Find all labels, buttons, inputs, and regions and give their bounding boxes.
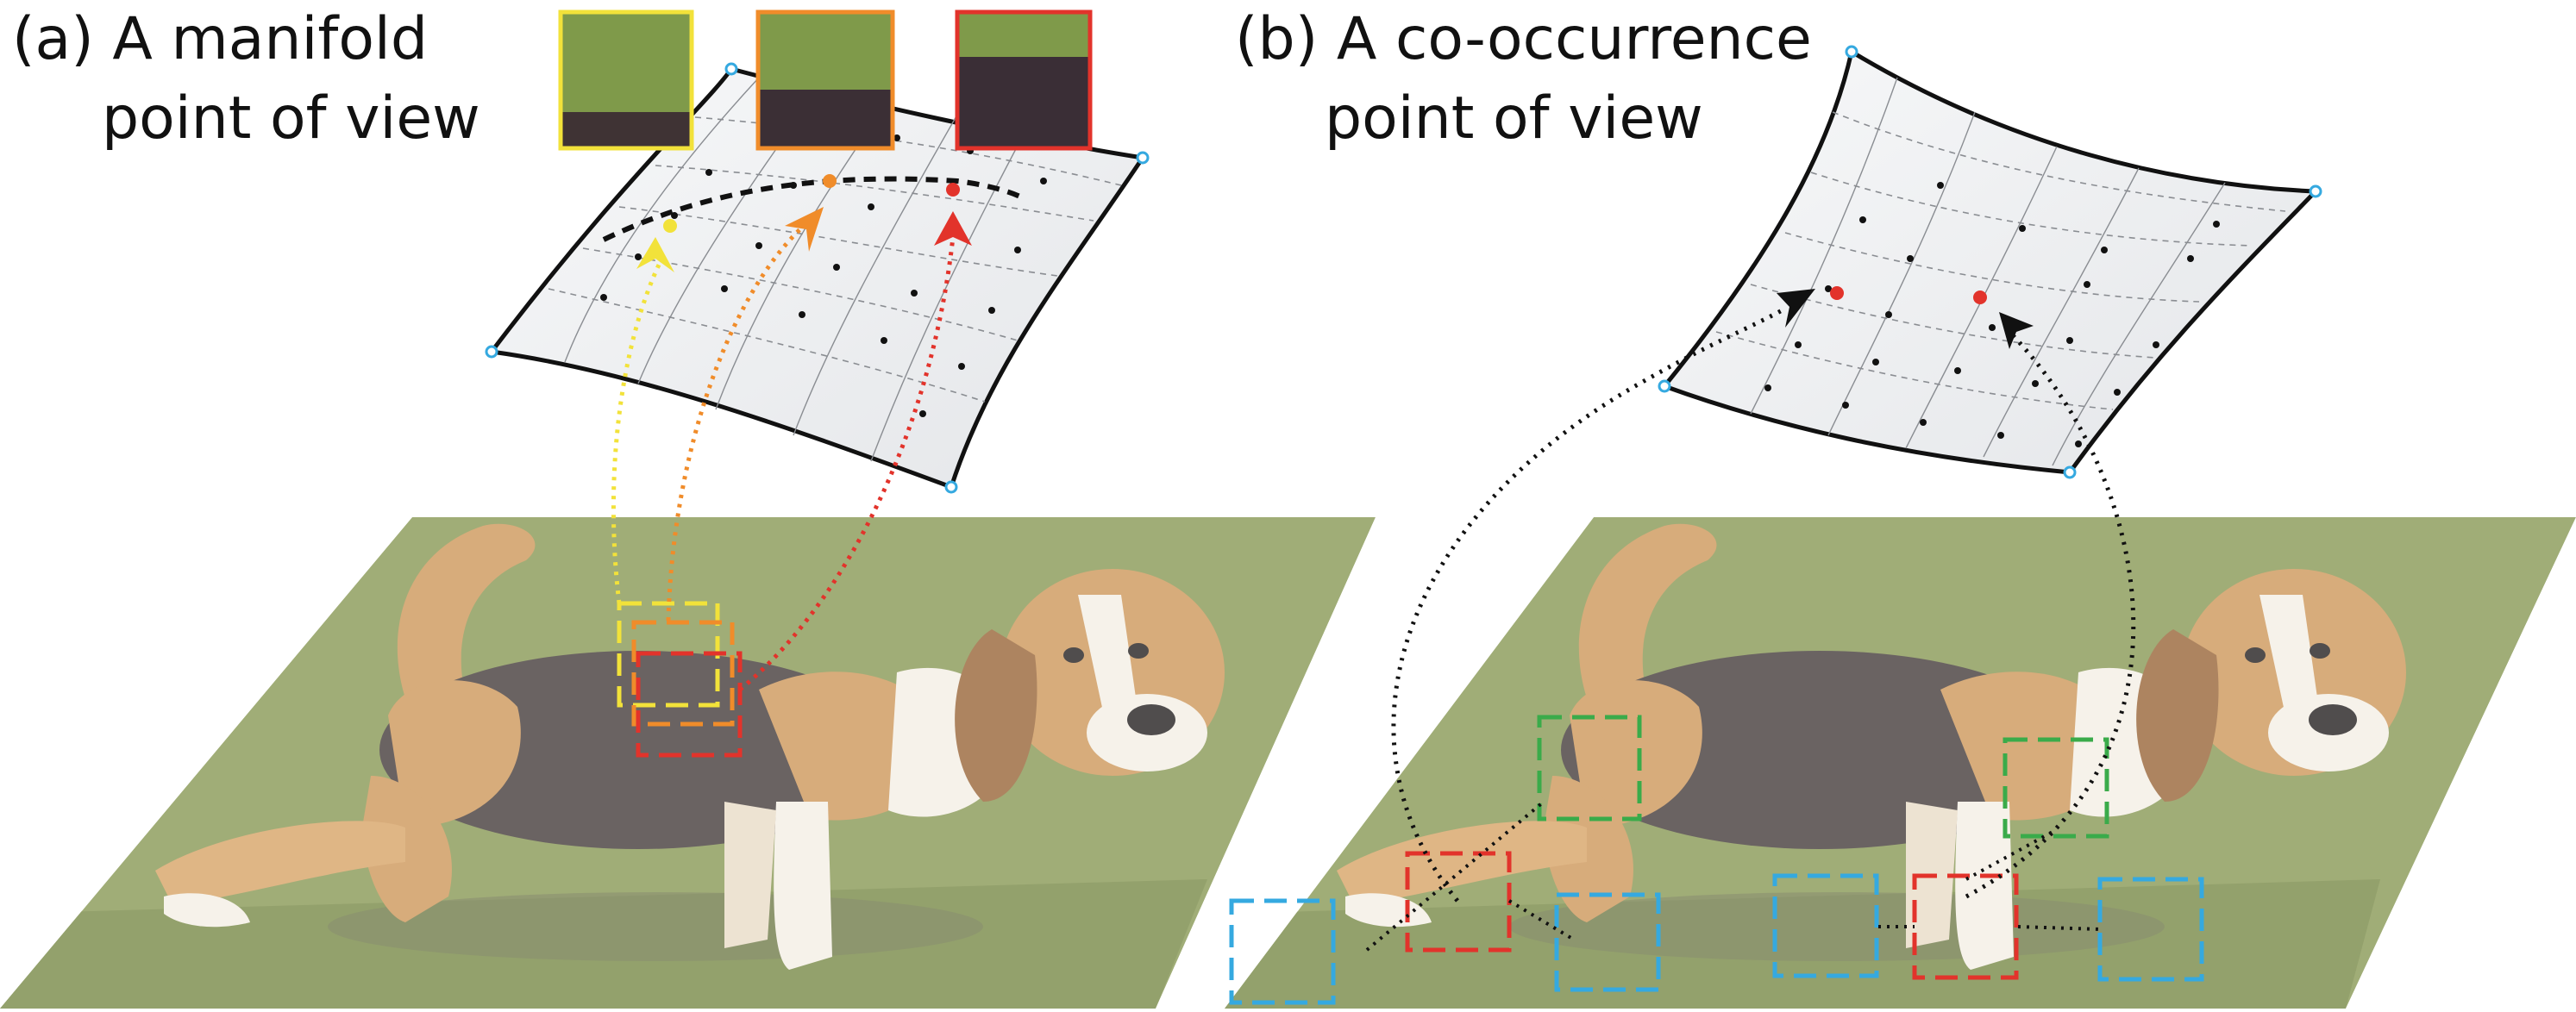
arrow-icon-red: [738, 211, 972, 691]
arrow-icon-left-b: [1391, 289, 1815, 903]
patch-boxes-a: [617, 601, 743, 758]
panel-b-title-line2: point of view: [1325, 84, 1703, 153]
dog-photo-a: [0, 517, 1376, 1009]
panel-a-title-line1: (a) A manifold: [12, 5, 428, 73]
panel-a: (a) A manifold point of view: [0, 5, 1376, 1009]
panel-a-title-line2: point of view: [102, 84, 480, 153]
panel-b: (b) A co-occurrence point of view: [1225, 5, 2576, 1009]
dog-photo-b: [1225, 517, 2576, 1009]
patch-boxes-b: [1229, 715, 2204, 1005]
patch-thumbnail-red: [955, 9, 1093, 151]
patch-connectors: [1365, 800, 2101, 952]
patch-thumbnail-yellow: [558, 9, 694, 151]
arrow-icon-right-b: [1965, 312, 2136, 899]
panel-b-title-line1: (b) A co-occurrence: [1235, 5, 1812, 73]
arrow-icon-yellow: [611, 237, 674, 604]
patch-thumbnail-orange: [755, 9, 895, 151]
manifold-surface-b: [1658, 45, 2322, 479]
arrow-icon-orange: [666, 207, 824, 622]
